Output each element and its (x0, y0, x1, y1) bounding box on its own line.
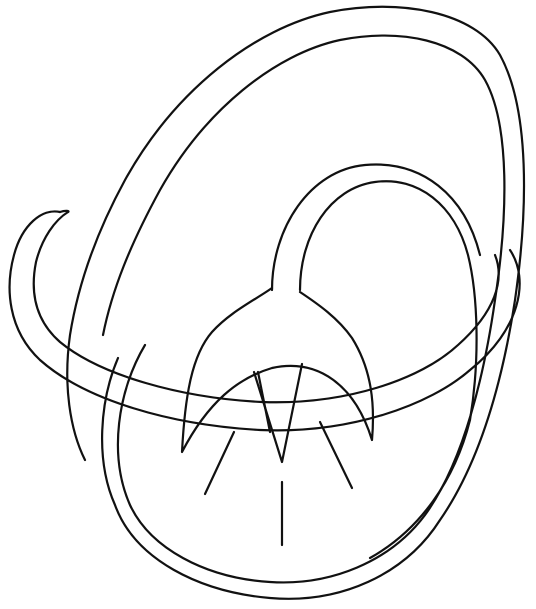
band-hook-tip (60, 211, 69, 212)
